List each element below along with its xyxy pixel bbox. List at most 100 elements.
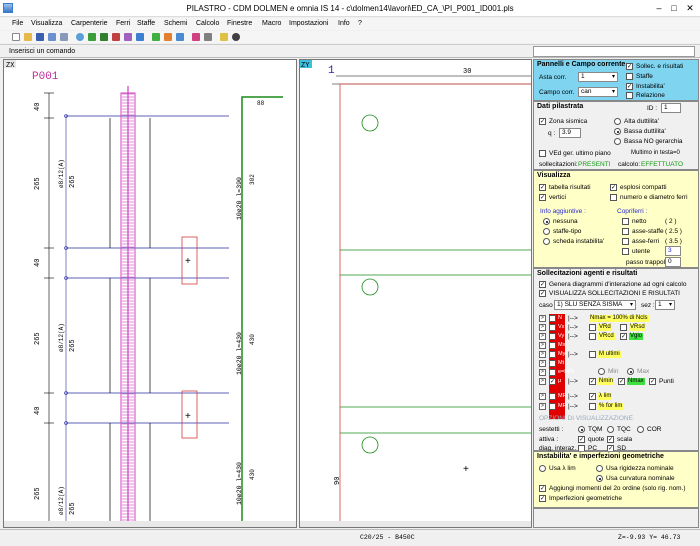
bars-icon[interactable] <box>88 33 96 41</box>
close-button[interactable]: ✕ <box>686 3 694 13</box>
cor-radio[interactable] <box>637 426 644 433</box>
multimi-checkbox[interactable] <box>589 351 596 358</box>
check-icon[interactable] <box>220 33 228 41</box>
menu-carpenterie[interactable]: Carpenterie <box>71 20 108 27</box>
ved-checkbox[interactable] <box>539 150 546 157</box>
zy-scrollbar[interactable] <box>300 521 531 527</box>
new-file-icon[interactable] <box>12 33 20 41</box>
scheda-radio[interactable] <box>543 238 550 245</box>
section-icon[interactable] <box>136 33 144 41</box>
nessuna-radio[interactable] <box>543 218 550 225</box>
row-mx-toggle[interactable]: > <box>539 342 546 349</box>
row-vy-checkbox[interactable] <box>549 333 556 340</box>
instabilita-checkbox[interactable]: ✓ <box>626 83 633 90</box>
numero-ferri-checkbox[interactable] <box>610 194 617 201</box>
menu-impostazioni[interactable]: Impostazioni <box>289 20 329 27</box>
row-mrd1-checkbox[interactable] <box>549 393 556 400</box>
save-icon[interactable] <box>36 33 44 41</box>
row-n-toggle[interactable]: > <box>539 315 546 322</box>
imperfezioni-checkbox[interactable]: ✓ <box>539 495 546 502</box>
campo-select[interactable]: can <box>578 87 618 97</box>
row-mu-checkbox[interactable]: ✓ <box>549 378 556 385</box>
globe-icon[interactable] <box>76 33 84 41</box>
menu-macro[interactable]: Macro <box>262 20 282 27</box>
max-radio[interactable] <box>627 368 634 375</box>
bassa-duttilita-radio[interactable] <box>614 128 621 135</box>
staffe-tipo-radio[interactable] <box>543 228 550 235</box>
row-vy-toggle[interactable]: > <box>539 333 546 340</box>
row-vx-checkbox[interactable] <box>549 324 556 331</box>
report-icon[interactable] <box>204 33 212 41</box>
esplosi-checkbox[interactable]: ✓ <box>610 184 617 191</box>
genera-checkbox[interactable]: ✓ <box>539 281 546 288</box>
menu-finestre[interactable]: Finestre <box>227 20 253 27</box>
row-n-checkbox[interactable] <box>549 315 556 322</box>
quit-icon[interactable] <box>232 33 240 41</box>
menu-visualizza[interactable]: Visualizza <box>31 20 63 27</box>
bassa-no-gerarchia-radio[interactable] <box>614 138 621 145</box>
visualizza-sollec-checkbox[interactable]: ✓ <box>539 290 546 297</box>
punti-checkbox[interactable]: ✓ <box>649 378 656 385</box>
menu-staffe[interactable]: Staffe <box>137 20 156 27</box>
usa-lim-radio[interactable] <box>539 465 546 472</box>
row-e-checkbox[interactable] <box>549 369 556 376</box>
zy-view[interactable]: ZY 1 30 + 90 <box>299 59 532 528</box>
pencil-icon[interactable] <box>124 33 132 41</box>
row-mt-toggle[interactable]: > <box>539 360 546 367</box>
row-vx-toggle[interactable]: > <box>539 324 546 331</box>
lim-checkbox[interactable]: ✓ <box>589 393 596 400</box>
alta-duttilita-radio[interactable] <box>614 118 621 125</box>
quote-checkbox[interactable]: ✓ <box>578 436 585 443</box>
sollec-checkbox[interactable]: ✓ <box>626 63 633 70</box>
nmin-checkbox[interactable]: ✓ <box>589 378 596 385</box>
row-e-toggle[interactable]: > <box>539 369 546 376</box>
zx-view[interactable]: ZX P001 40 265 40 265 40 265 ø8/12(A) ø8… <box>3 59 297 528</box>
zona-checkbox[interactable]: ✓ <box>539 118 546 125</box>
id-input[interactable]: 1 <box>661 103 681 113</box>
relazione-checkbox[interactable] <box>626 92 633 99</box>
passo-input[interactable]: 0 <box>665 257 681 267</box>
nmax-checkbox[interactable]: ✓ <box>618 378 625 385</box>
row-mrd1-toggle[interactable]: > <box>539 393 546 400</box>
asta-select[interactable]: 1 <box>578 72 618 82</box>
usa-rigidezza-radio[interactable] <box>596 465 603 472</box>
maximize-button[interactable]: □ <box>671 3 677 13</box>
asse-ferri-checkbox[interactable] <box>622 238 629 245</box>
vglo-checkbox[interactable]: ✓ <box>620 333 627 340</box>
row-mu-toggle[interactable]: > <box>539 378 546 385</box>
menu-calcolo[interactable]: Calcolo <box>196 20 220 27</box>
caso-select[interactable]: 1) SLU SENZA SISMA <box>554 300 636 310</box>
tabella-checkbox[interactable]: ✓ <box>539 184 546 191</box>
menu-file[interactable]: File <box>12 20 24 27</box>
row-mx-checkbox[interactable] <box>549 342 556 349</box>
usa-curvatura-radio[interactable] <box>596 475 603 482</box>
flim-checkbox[interactable] <box>589 403 596 410</box>
zx-scrollbar[interactable] <box>4 521 296 527</box>
row-my-checkbox[interactable] <box>549 351 556 358</box>
print-icon[interactable] <box>60 33 68 41</box>
add-icon[interactable] <box>164 33 172 41</box>
bars-down-icon[interactable] <box>100 33 108 41</box>
minimize-button[interactable]: – <box>656 3 662 13</box>
utente-input[interactable]: 3 <box>665 246 681 256</box>
vrsd-checkbox[interactable] <box>620 324 627 331</box>
min-radio[interactable] <box>598 368 605 375</box>
utente-checkbox[interactable] <box>622 248 629 255</box>
row-mrd2-checkbox[interactable] <box>549 403 556 410</box>
netto-checkbox[interactable] <box>622 218 629 225</box>
open-folder-icon[interactable] <box>24 33 32 41</box>
menu-info[interactable]: Info <box>338 20 350 27</box>
row-mt-checkbox[interactable] <box>549 360 556 367</box>
vrcd-checkbox[interactable] <box>589 333 596 340</box>
momenti-checkbox[interactable]: ✓ <box>539 485 546 492</box>
calc-icon[interactable] <box>192 33 200 41</box>
staffe-checkbox[interactable] <box>626 73 633 80</box>
menu-schemi[interactable]: Schemi <box>164 20 188 27</box>
insert-icon[interactable] <box>152 33 160 41</box>
row-my-toggle[interactable]: > <box>539 351 546 358</box>
save-all-icon[interactable] <box>48 33 56 41</box>
q-input[interactable]: 3.9 <box>559 128 581 138</box>
asse-staffe-checkbox[interactable] <box>622 228 629 235</box>
tqm-radio[interactable] <box>578 426 585 433</box>
remove-icon[interactable] <box>176 33 184 41</box>
